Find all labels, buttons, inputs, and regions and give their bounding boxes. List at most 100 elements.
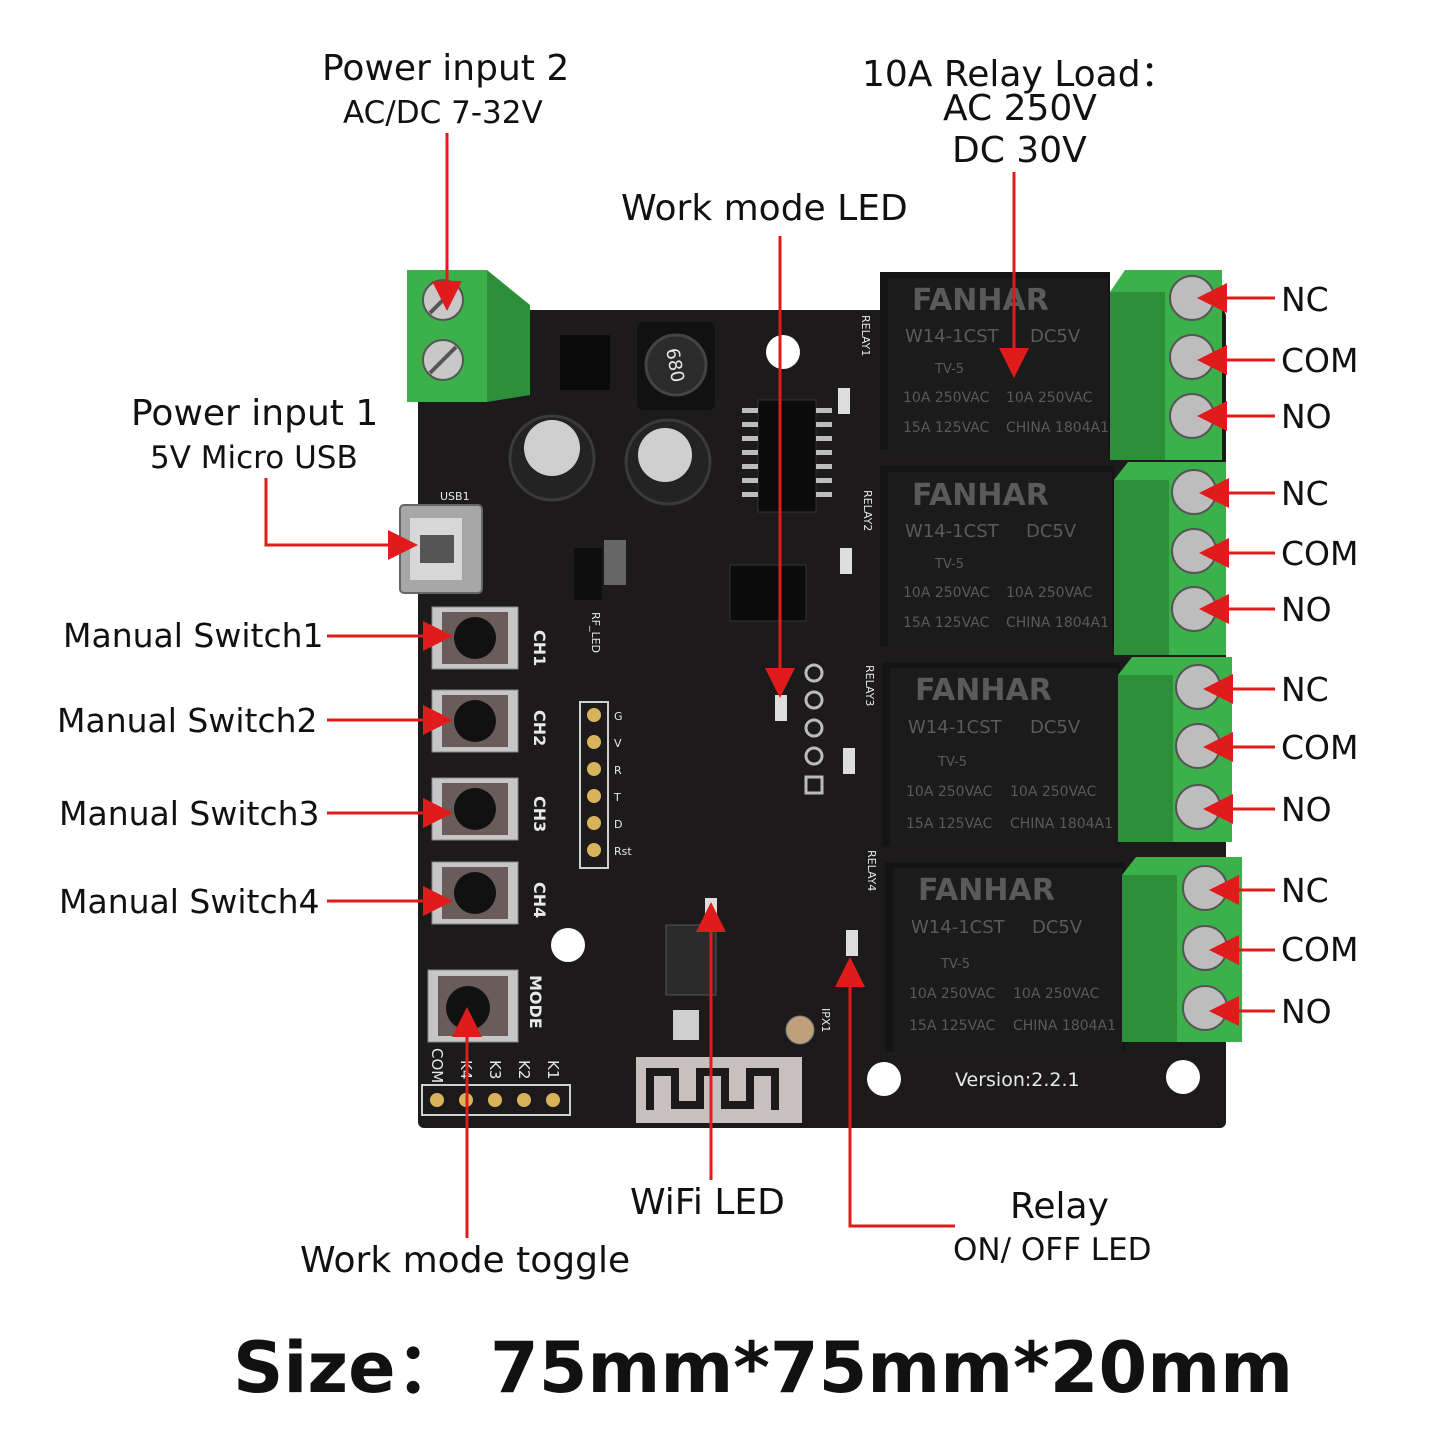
relay-brand: FANHAR	[912, 478, 1049, 513]
relay-rating: 10A 250VAC	[1006, 585, 1093, 601]
relay-rating: 15A 125VAC	[906, 816, 993, 832]
relay-voltage: DC5V	[1032, 917, 1083, 938]
relay-origin: CHINA 1804A1	[1010, 816, 1113, 832]
relay-4: FANHAR W14-1CST DC5V TV-5 10A 250VAC 10A…	[885, 862, 1125, 1052]
relay-rating: 10A 250VAC	[903, 390, 990, 406]
terminal-nc-label: NC	[1281, 670, 1329, 709]
relay-rating: 15A 125VAC	[903, 615, 990, 631]
relay1-silkscreen: RELAY1	[859, 315, 872, 356]
relay-brand: FANHAR	[912, 283, 1049, 318]
work-mode-toggle-label: Work mode toggle	[300, 1240, 631, 1281]
relay-brand: FANHAR	[918, 873, 1055, 908]
power-input-1-title: Power input 1	[131, 393, 379, 434]
terminal-no-label: NO	[1281, 590, 1332, 629]
relay-load-ac: AC 250V	[943, 88, 1097, 129]
capacitor	[624, 418, 712, 506]
header-pin-label: V	[614, 737, 622, 750]
relay2-silkscreen: RELAY2	[861, 490, 874, 531]
usb-silkscreen: USB1	[440, 490, 470, 503]
relay-brand: FANHAR	[915, 673, 1052, 708]
terminal-com-label: COM	[1281, 930, 1359, 969]
relay-rating: 15A 125VAC	[909, 1018, 996, 1034]
pcb-antenna	[636, 1057, 802, 1123]
manual-switch-3-label: Manual Switch3	[59, 794, 320, 833]
manual-switch-1-label: Manual Switch1	[63, 616, 324, 655]
relay-cert: TV-5	[934, 362, 964, 377]
relay-led-sub: ON/ OFF LED	[953, 1232, 1152, 1268]
terminal-nc-label: NC	[1281, 280, 1329, 319]
ch2-silkscreen: CH2	[530, 710, 549, 746]
rf-led-silkscreen: RF_LED	[589, 612, 602, 653]
relay-cert: TV-5	[937, 755, 967, 770]
relay-cert: TV-5	[940, 957, 970, 972]
mount-hole	[1166, 1060, 1200, 1094]
relay-rating: 10A 250VAC	[909, 986, 996, 1002]
terminal-no-label: NO	[1281, 790, 1332, 829]
relay-load-dc: DC 30V	[952, 130, 1087, 171]
ch1-silkscreen: CH1	[530, 630, 549, 666]
relay-2: FANHAR W14-1CST DC5V TV-5 10A 250VAC 10A…	[880, 466, 1114, 646]
relay-voltage: DC5V	[1030, 326, 1081, 347]
relay-model: W14-1CST	[905, 521, 1000, 542]
relay-terminal-4	[1122, 857, 1242, 1042]
relay-origin: CHINA 1804A1	[1013, 1018, 1116, 1034]
mount-hole	[551, 928, 585, 962]
header-pin-label: G	[614, 710, 623, 723]
capacitor	[508, 414, 596, 502]
tact-switch-mode	[427, 969, 519, 1043]
k-header-label: K2	[515, 1060, 533, 1079]
ipx-silkscreen: IPX1	[819, 1008, 832, 1032]
terminal-nc-label: NC	[1281, 871, 1329, 910]
tact-switch-3	[431, 777, 519, 841]
relay-load-title: 10A Relay Load：	[862, 54, 1177, 95]
work-mode-led-label: Work mode LED	[621, 188, 908, 229]
size-caption: Size： 75mm*75mm*20mm	[233, 1327, 1294, 1409]
k-header-label: K1	[544, 1060, 562, 1079]
mode-silkscreen: MODE	[526, 975, 545, 1029]
relay-model: W14-1CST	[911, 917, 1006, 938]
tact-switch-4	[431, 861, 519, 925]
relay-led-title: Relay	[1010, 1186, 1109, 1227]
relay-terminal-3	[1118, 657, 1232, 842]
mount-hole	[867, 1062, 901, 1096]
relay-3: FANHAR W14-1CST DC5V TV-5 10A 250VAC 10A…	[882, 662, 1120, 846]
header-pin-label: T	[613, 791, 621, 804]
k-header-label: COM	[428, 1048, 446, 1083]
k-header-label: K3	[486, 1060, 504, 1079]
uart-header	[579, 701, 609, 869]
power-input-2-title: Power input 2	[322, 48, 570, 89]
terminal-no-label: NO	[1281, 992, 1332, 1031]
manual-switch-4-label: Manual Switch4	[59, 882, 320, 921]
relay-rating: 10A 250VAC	[1006, 390, 1093, 406]
ch4-silkscreen: CH4	[530, 882, 549, 918]
relay-rating: 10A 250VAC	[903, 585, 990, 601]
relay-voltage: DC5V	[1030, 717, 1081, 738]
relay-rating: 15A 125VAC	[903, 420, 990, 436]
relay-model: W14-1CST	[905, 326, 1000, 347]
power-input-1-spec: 5V Micro USB	[150, 440, 358, 476]
header-pin-label: D	[614, 818, 622, 831]
relay-1: FANHAR W14-1CST DC5V TV-5 10A 250VAC 10A…	[880, 272, 1110, 450]
terminal-com-label: COM	[1281, 341, 1359, 380]
relay-rating: 10A 250VAC	[1013, 986, 1100, 1002]
relay-rating: 10A 250VAC	[1010, 784, 1097, 800]
header-pin-label: R	[614, 764, 622, 777]
power-input-2-spec: AC/DC 7-32V	[343, 95, 543, 131]
terminal-no-label: NO	[1281, 397, 1332, 436]
terminal-com-label: COM	[1281, 534, 1359, 573]
header-pin-label: Rst	[614, 845, 632, 858]
relay-cert: TV-5	[934, 557, 964, 572]
relay-voltage: DC5V	[1026, 521, 1077, 542]
relay-terminal-2	[1114, 462, 1226, 655]
power-terminal-2	[407, 270, 530, 402]
tact-switch-2	[431, 689, 519, 753]
ch3-silkscreen: CH3	[530, 796, 549, 832]
micro-usb-port	[399, 504, 483, 594]
relay-origin: CHINA 1804A1	[1006, 420, 1109, 436]
terminal-com-label: COM	[1281, 728, 1359, 767]
k-header-label: K4	[457, 1060, 475, 1079]
manual-switch-2-label: Manual Switch2	[57, 701, 318, 740]
version-silkscreen: Version:2.2.1	[955, 1069, 1080, 1091]
relay-origin: CHINA 1804A1	[1006, 615, 1109, 631]
